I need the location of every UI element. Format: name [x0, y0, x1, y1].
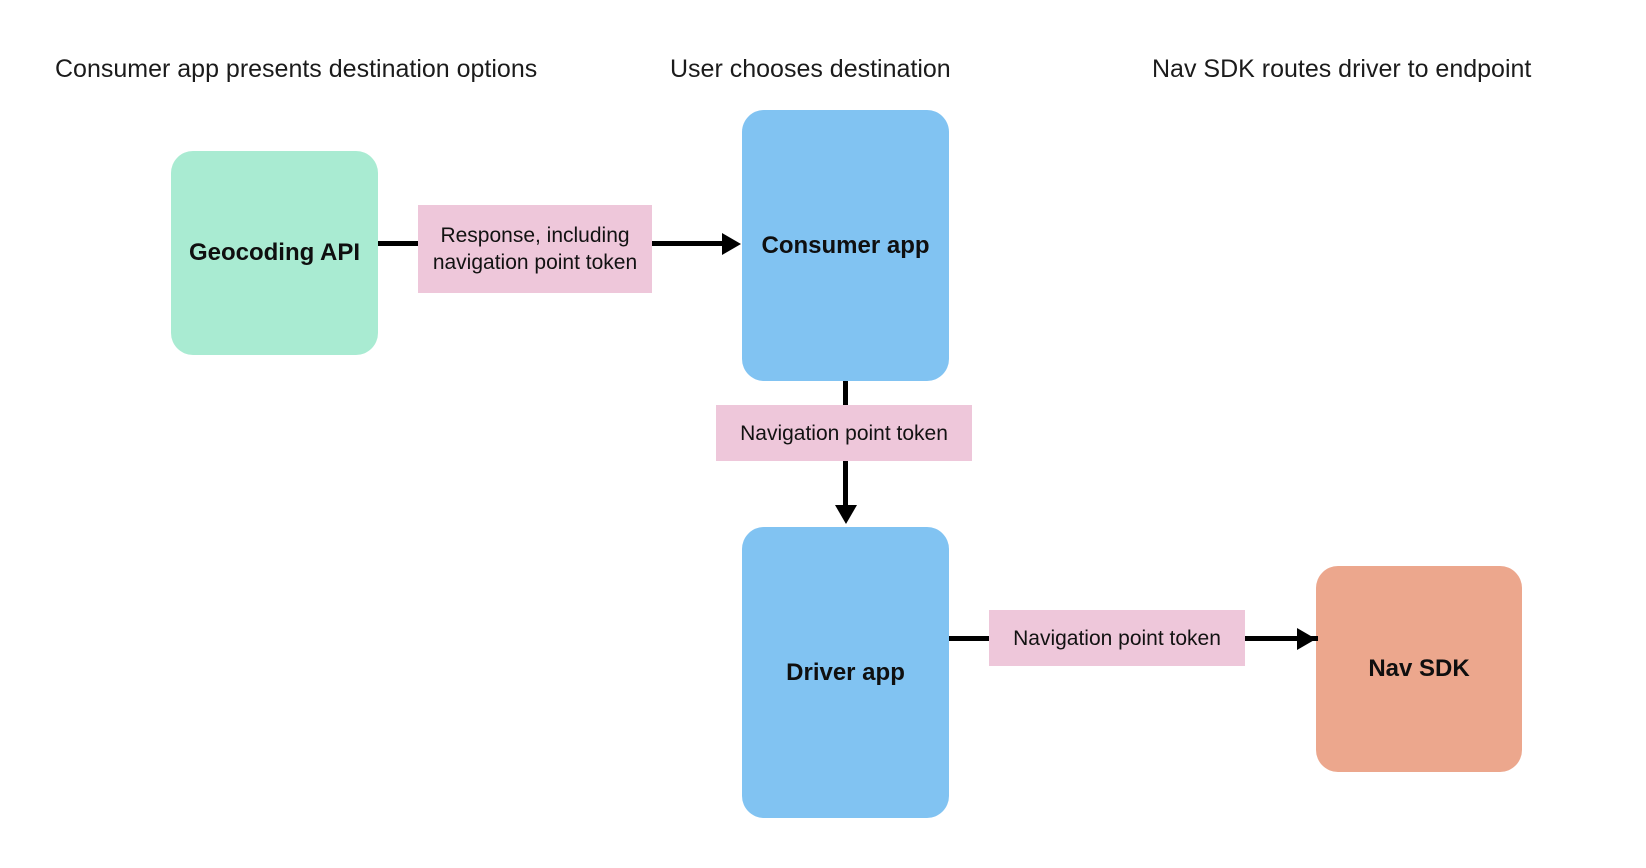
connector-token-label-to-driver-app	[843, 461, 848, 511]
node-driver-app-label: Driver app	[786, 658, 905, 686]
node-consumer-app[interactable]: Consumer app	[742, 110, 949, 381]
connector-response-label-to-consumer-app	[652, 241, 724, 246]
edge-label-navigation-point-token-driver-to-navsdk: Navigation point token	[989, 610, 1245, 666]
connector-geocoding-to-response-label	[378, 241, 420, 246]
node-nav-sdk[interactable]: Nav SDK	[1316, 566, 1522, 772]
connector-consumer-app-to-token-label	[843, 381, 848, 407]
connector-token-label-to-nav-sdk	[1245, 636, 1318, 641]
column-header-nav-sdk: Nav SDK routes driver to endpoint	[1152, 55, 1532, 83]
arrowhead-to-consumer-app	[722, 233, 741, 255]
arrowhead-to-nav-sdk	[1297, 628, 1316, 650]
node-geocoding-api[interactable]: Geocoding API	[171, 151, 378, 355]
edge-label-token-mid-text: Navigation point token	[740, 421, 948, 445]
node-consumer-app-label: Consumer app	[761, 231, 930, 259]
column-header-consumer-app: Consumer app presents destination option…	[55, 55, 538, 83]
edge-label-navigation-point-token-consumer-to-driver: Navigation point token	[716, 405, 972, 461]
edge-label-response-including-navigation-point-token: Response, including navigation point tok…	[418, 205, 652, 293]
arrowhead-to-driver-app	[835, 505, 857, 524]
node-driver-app[interactable]: Driver app	[742, 527, 949, 818]
edge-label-response-text: Response, including navigation point tok…	[432, 224, 638, 274]
connector-driver-app-to-token-label	[949, 636, 991, 641]
node-nav-sdk-label: Nav SDK	[1368, 655, 1470, 682]
column-header-user-chooses: User chooses destination	[670, 55, 951, 83]
node-geocoding-api-label: Geocoding API	[188, 239, 361, 266]
edge-label-token-driver-text: Navigation point token	[1013, 626, 1221, 650]
